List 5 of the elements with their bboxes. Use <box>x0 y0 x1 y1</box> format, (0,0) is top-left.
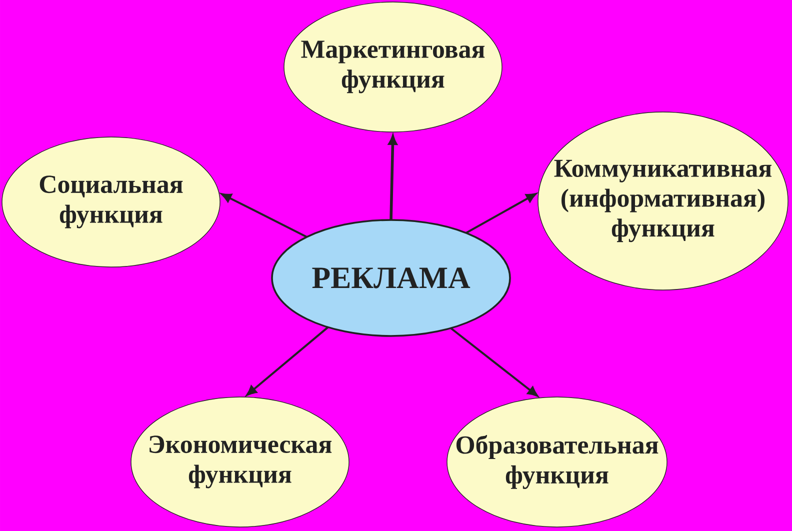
arrow <box>388 135 398 220</box>
arrow <box>246 326 329 396</box>
arrow <box>450 327 538 397</box>
arrow <box>465 193 536 234</box>
arrow <box>221 193 308 238</box>
